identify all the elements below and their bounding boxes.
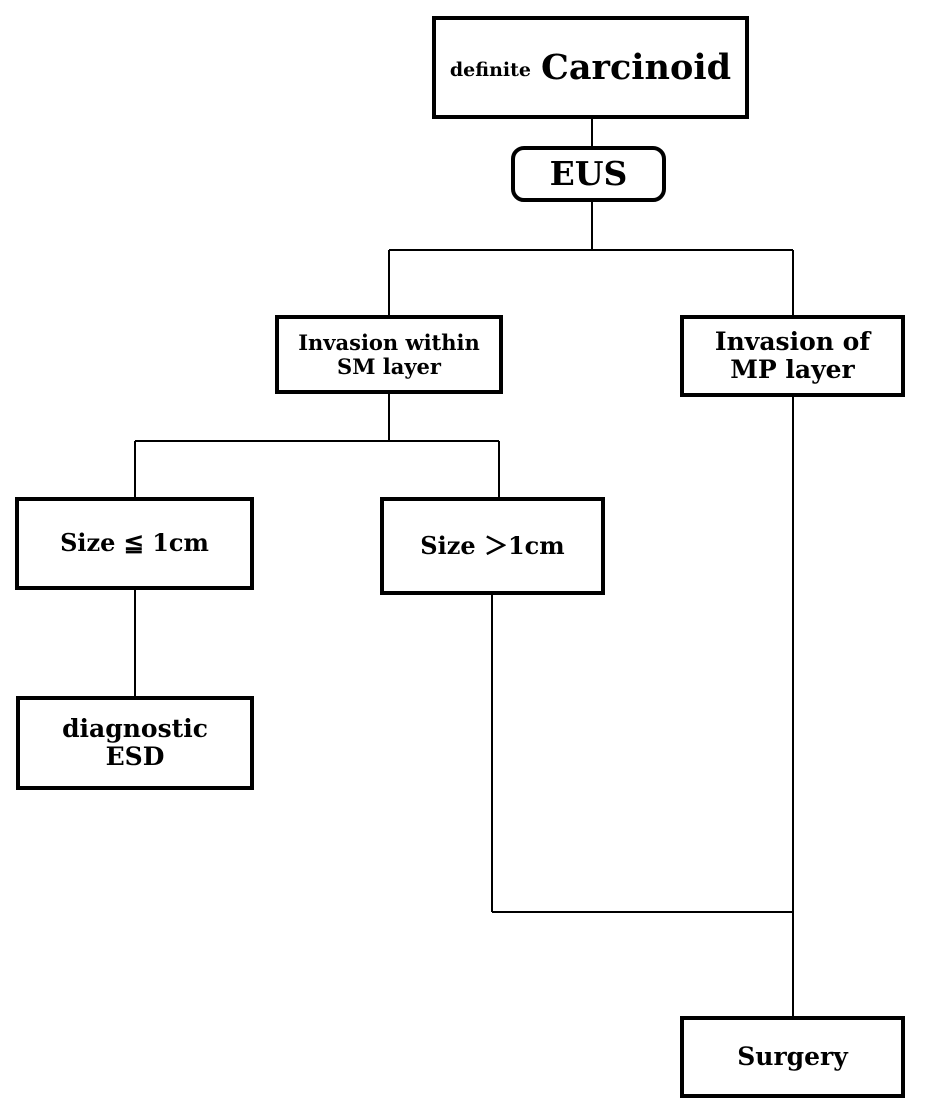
- mp-invasion-line2: MP layer: [730, 355, 855, 384]
- definite-text: definite: [449, 59, 531, 82]
- size-large-node: Size ＞1cm: [380, 497, 605, 595]
- mp-invasion-line1: Invasion of: [714, 327, 871, 356]
- carcinoid-label: definite Carcinoid: [450, 48, 731, 87]
- surgery-node: Surgery: [680, 1016, 905, 1098]
- sm-invasion-node: Invasion within SM layer: [275, 315, 503, 394]
- size-small-node: Size ≦ 1cm: [15, 497, 254, 590]
- diagnostic-esd-line1: diagnostic: [62, 714, 208, 743]
- carcinoid-text: Carcinoid: [540, 46, 732, 88]
- mp-invasion-node: Invasion of MP layer: [680, 315, 905, 397]
- size-small-label: Size ≦ 1cm: [60, 528, 209, 558]
- eus-node: EUS: [511, 146, 666, 202]
- diagnostic-esd-node: diagnostic ESD: [16, 696, 254, 790]
- diagnostic-esd-line2: ESD: [105, 742, 165, 771]
- eus-label: EUS: [549, 153, 628, 193]
- sm-invasion-line1: Invasion within: [298, 329, 480, 355]
- size-large-label: Size ＞1cm: [420, 530, 565, 560]
- carcinoid-node: definite Carcinoid: [432, 16, 749, 119]
- surgery-label: Surgery: [737, 1042, 848, 1071]
- sm-invasion-line2: SM layer: [337, 353, 441, 379]
